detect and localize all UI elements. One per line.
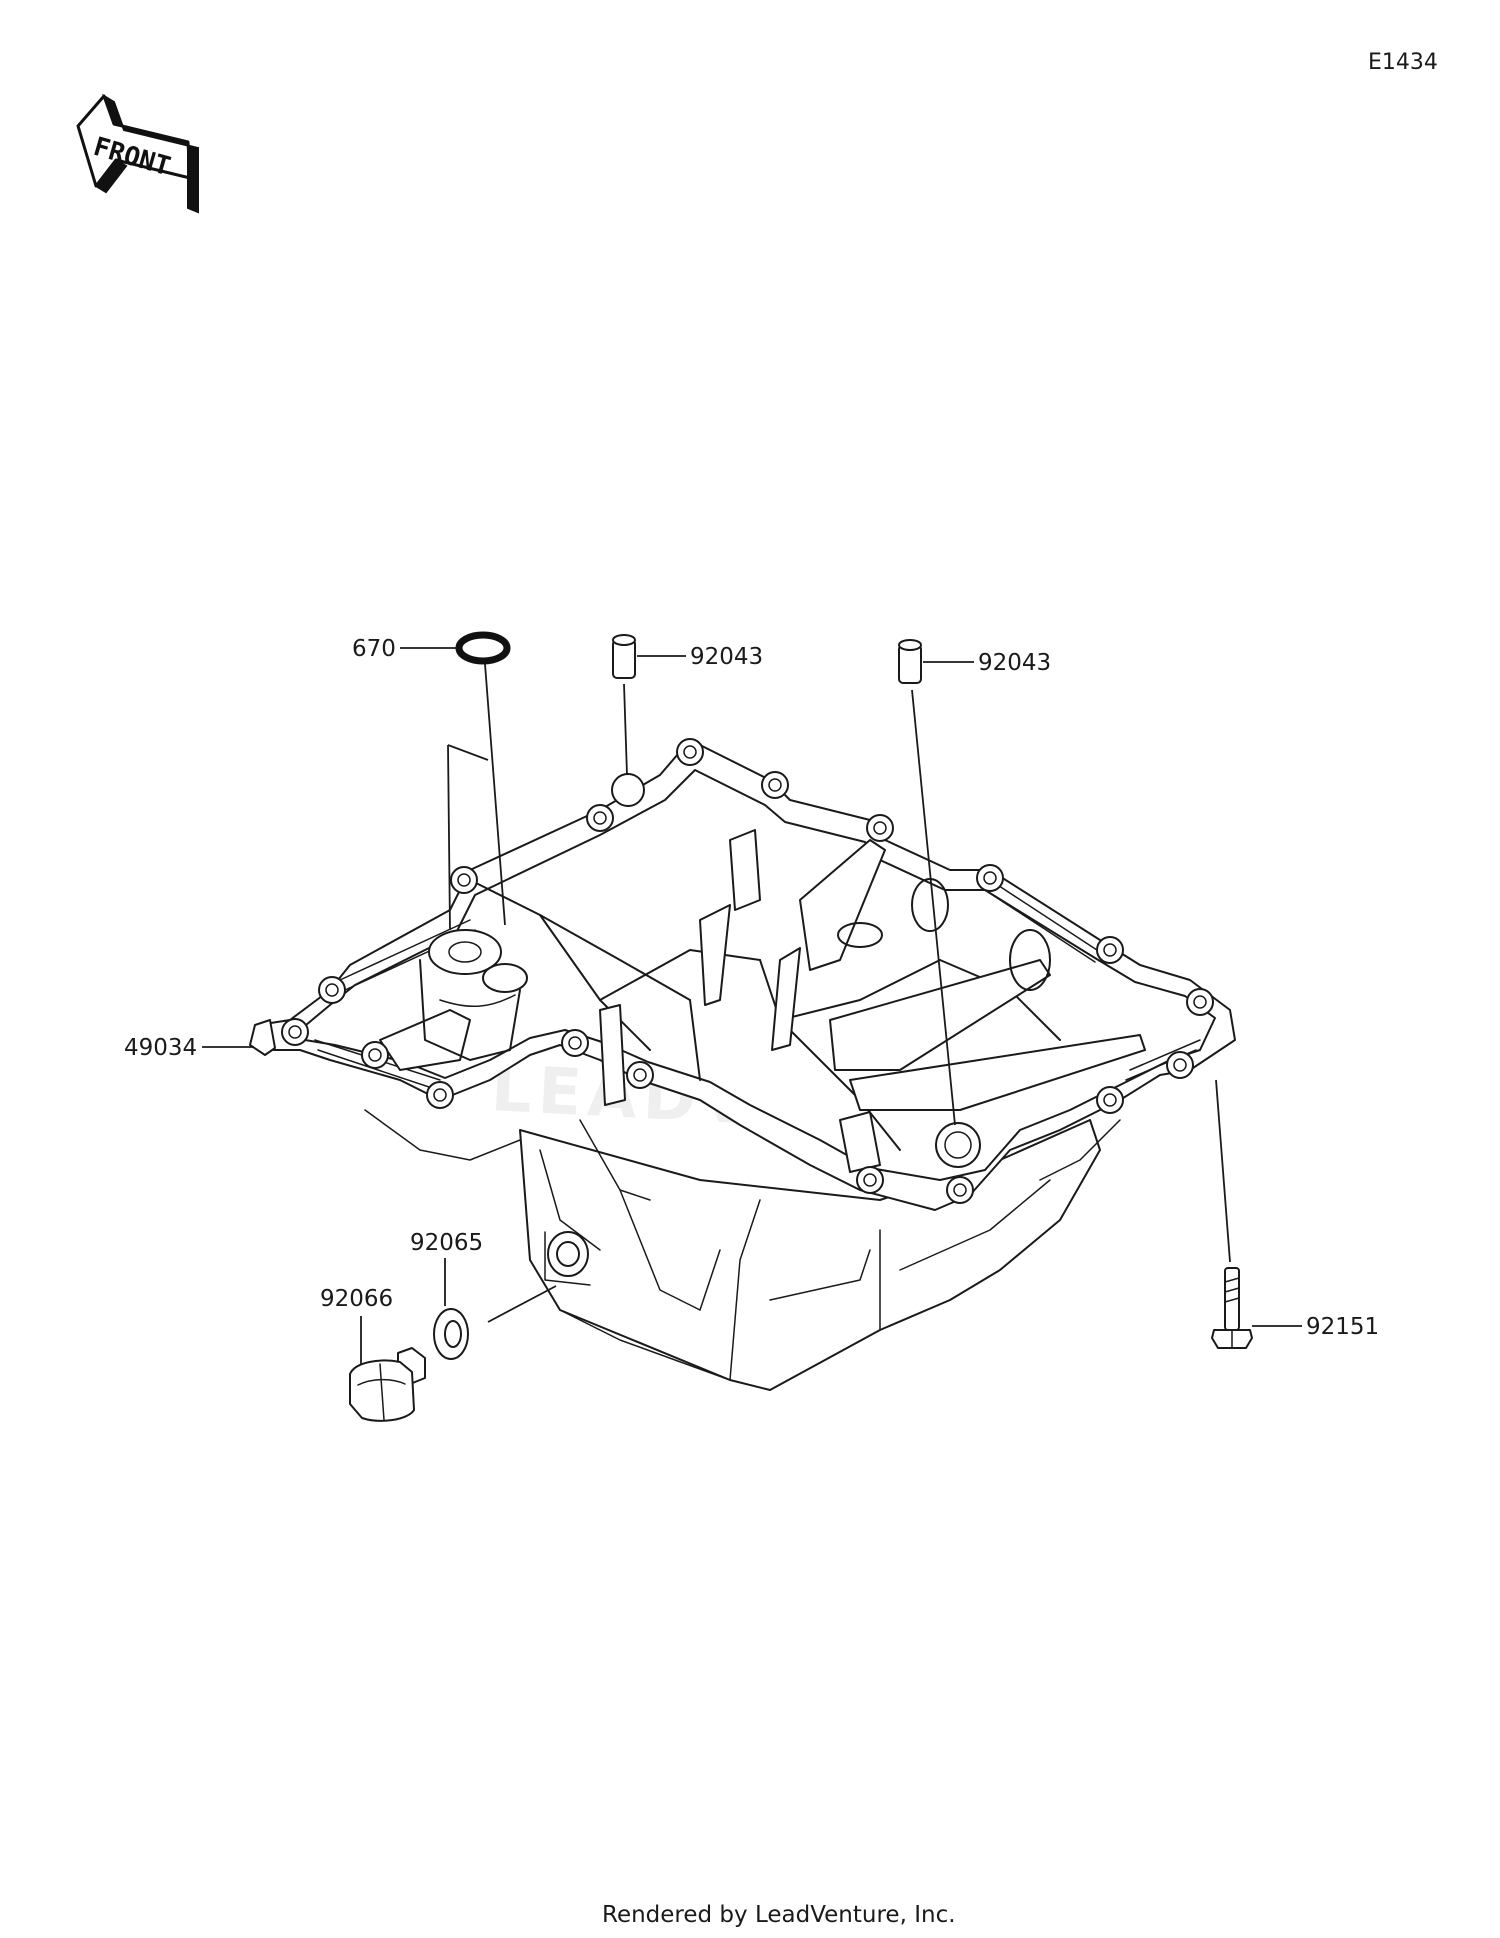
label-dowel-pin-left: 92043	[690, 644, 763, 670]
bolt-install-line	[1215, 1079, 1231, 1263]
washer-install-line	[487, 1285, 557, 1323]
label-washer: 92065	[410, 1230, 483, 1256]
dowel-pin-right-install-line	[911, 689, 956, 1126]
label-drain-plug: 92066	[320, 1286, 393, 1312]
label-oring: 670	[352, 636, 396, 662]
label-bolt: 92151	[1306, 1314, 1379, 1340]
dowel-pin-right-part	[898, 639, 922, 684]
washer-part	[433, 1308, 469, 1360]
strainer-guide-line-2	[447, 744, 451, 931]
dowel-pin-left-install-line	[623, 683, 628, 776]
drain-plug-part	[349, 1347, 426, 1422]
label-dowel-pin-right: 92043	[978, 650, 1051, 676]
front-arrow-icon: FRONT	[76, 93, 199, 214]
oring-install-line	[484, 663, 506, 926]
oring-part	[455, 631, 511, 665]
strainer-guide-line	[447, 744, 489, 761]
bolt-part	[1211, 1267, 1253, 1349]
footer-credit: Rendered by LeadVenture, Inc.	[602, 1902, 956, 1928]
diagram-code: E1434	[1368, 50, 1438, 75]
label-oil-pan: 49034	[124, 1035, 197, 1061]
dowel-pin-left-part	[612, 634, 636, 679]
oil-pan-drawing	[249, 738, 1236, 1391]
